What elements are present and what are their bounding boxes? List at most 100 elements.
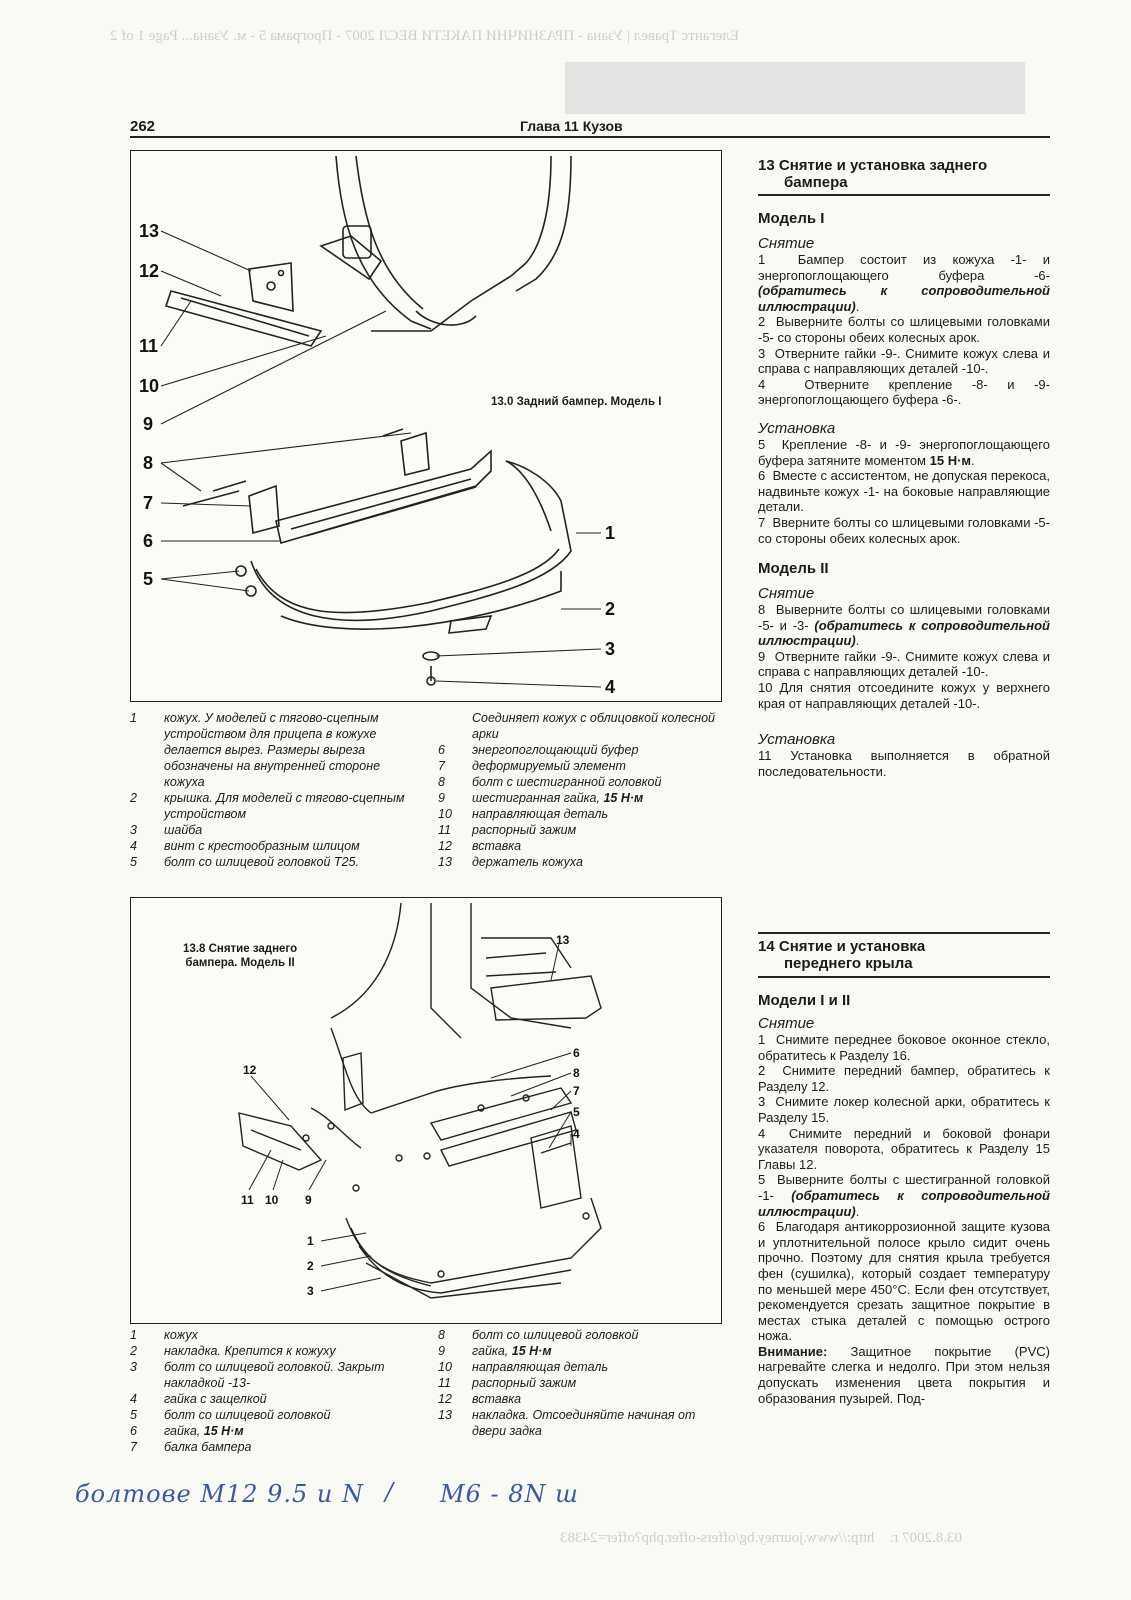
callout-6: 6 [143,531,153,551]
section-14: 14 Снятие и установка переднего крыла [758,938,1050,972]
step: 11 Установка выполняется в обратной посл… [758,748,1050,779]
figure-13-8-drawing: 12 11 10 9 1 2 3 13 6 8 7 5 4 [238,902,602,1299]
callout-9: 9 [305,1193,312,1207]
figure-13-0-legend-right: Соединяет кожух с облицовкой колесной ар… [438,710,728,870]
callout-11: 11 [139,336,158,356]
callout-3: 3 [307,1284,314,1298]
section-13-rule [758,194,1050,196]
warning: Внимание: Защитное покрытие (PVC) нагрев… [758,1343,1050,1406]
callout-10: 10 [139,376,159,396]
step: 3 Отверните гайки -9-. Снимите кожух сле… [758,345,1050,377]
page-number: 262 [130,118,156,135]
step: 5 Крепление -8- и -9- энергопоглощающего… [758,436,1050,468]
legend-item: Соединяет кожух с облицовкой колесной ар… [472,711,716,741]
section-14-rule [758,976,1050,978]
figure-13-8-caption: 13.8 Снятие заднего бампера. Модель II [183,943,298,969]
section-13-title: 13 Снятие и установка заднего бампера [758,157,988,191]
step: 1 Бампер состоит из кожуха -1- и энергоп… [758,252,1050,314]
step: 4 Отверните крепление -8- и -9- энергопо… [758,376,1050,408]
section-14-body: Модели I и II Снятие 1 Снимите переднее … [758,992,1050,1406]
callout-5: 5 [143,569,153,589]
removal-heading: Снятие [758,235,815,252]
callout-12: 12 [139,261,159,281]
removal-heading: Снятие [758,1015,815,1032]
figure-13-0: 13 12 11 10 9 8 7 6 5 1 2 3 4 13.0 Задни… [130,150,722,702]
callout-2: 2 [307,1259,314,1273]
callout-6: 6 [573,1046,580,1060]
handwritten-note-right: M6 - 8N ш [440,1480,579,1508]
callout-8: 8 [143,453,153,473]
callout-7: 7 [143,493,153,513]
removal-heading: Снятие [758,585,815,603]
callout-1: 1 [307,1234,314,1248]
step: 8 Выверните болты со шлицевыми головками… [758,602,1050,649]
callout-10: 10 [265,1193,279,1207]
step: 6 Вместе с ассистентом, не допуская пере… [758,468,1050,515]
bleed-through-date: 03.8.2007 г. [890,1530,962,1546]
install-heading: Установка [758,419,836,437]
bleed-through-banner [565,62,1025,114]
chapter-title: Глава 11 Кузов [520,118,623,134]
section-14-top-rule [758,932,1050,934]
bleed-through-top: Елегантс Травел | Узана - ПРАЗНИЧНИ ПАКЕ… [110,28,739,44]
step: 2 Снимите передний бампер, обратитесь к … [758,1063,1050,1094]
step: 4 Снимите передний и боковой фонари указ… [758,1125,1050,1172]
callout-13: 13 [139,221,159,241]
callout-8: 8 [573,1066,580,1080]
model-2-heading: Модель II [758,560,829,578]
figure-13-0-drawing: 13 12 11 10 9 8 7 6 5 1 2 3 4 [139,155,615,697]
step: 6 Благодаря антикоррозионной защите кузо… [758,1219,1050,1344]
bleed-through-url: http://www.journey.bg/offers-offer.php?o… [560,1530,875,1546]
callout-4: 4 [573,1127,580,1141]
callout-7: 7 [573,1084,580,1098]
section-14-title: 14 Снятие и установка переднего крыла [758,938,926,972]
callout-11: 11 [241,1193,254,1207]
models-heading: Модели I и II [758,992,851,1009]
step: 2 Выверните болты со шлицевыми головками… [758,314,1050,345]
callout-9: 9 [143,414,153,434]
step: 5 Выверните болты с шестигранной головко… [758,1172,1050,1219]
callout-13: 13 [556,933,570,947]
step: 7 Вверните болты со шлицевыми головками … [758,514,1050,546]
model-1-heading: Модель I [758,210,825,227]
install-heading: Установка [758,731,836,749]
callout-4: 4 [605,677,615,697]
step: 9 Отверните гайки -9-. Снимите кожух сле… [758,648,1050,680]
figure-13-8: 12 11 10 9 1 2 3 13 6 8 7 5 4 13.8 Сняти… [130,897,722,1324]
step: 10 Для снятия отсоедините кожух у верхне… [758,680,1050,711]
callout-12: 12 [243,1063,257,1077]
figure-13-0-caption: 13.0 Задний бампер. Модель I [491,396,662,408]
handwritten-separator: / [385,1478,395,1506]
section-13-body: Модель I Снятие 1 Бампер состоит из кожу… [758,210,1050,779]
step: 3 Снимите локер колесной арки, обратитес… [758,1094,1050,1125]
callout-2: 2 [605,599,615,619]
